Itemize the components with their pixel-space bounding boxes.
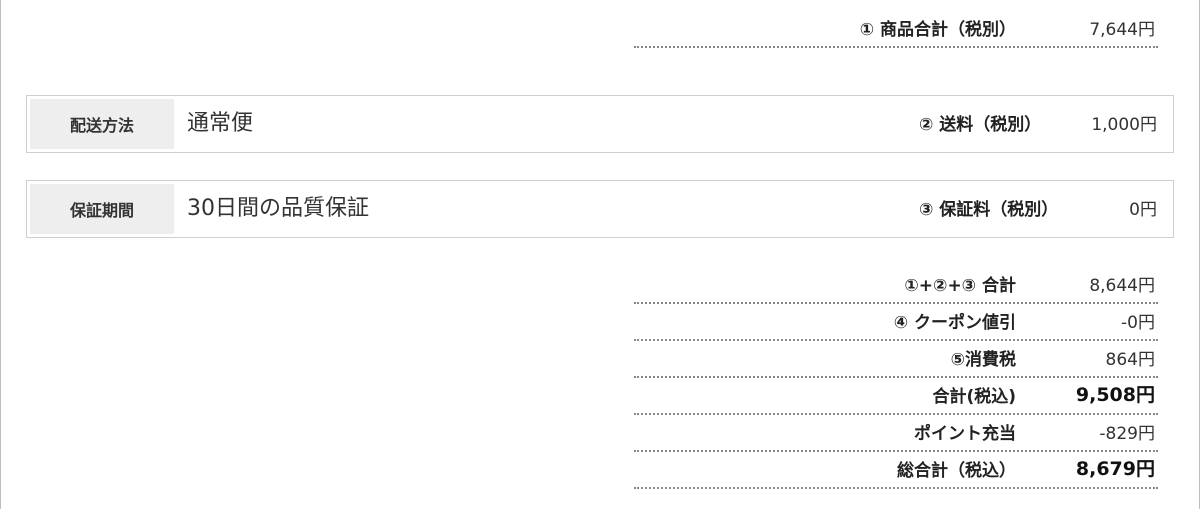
summary-row-tax: ⑤消費税 864円 <box>634 340 1158 378</box>
summary-value: 8,644円 <box>1089 276 1155 296</box>
summary-row-subtotal-sum: ①+②+③ 合計 8,644円 <box>634 266 1158 304</box>
summary-row-grand-total: 総合計（税込） 8,679円 <box>634 451 1158 489</box>
shipping-method-box: 配送方法 通常便 ② 送料（税別） 1,000円 <box>26 95 1174 153</box>
summary-value: 9,508円 <box>1075 384 1155 406</box>
summary-label: 総合計（税込） <box>897 461 1016 481</box>
warranty-fee-label: ③ 保証料（税別） <box>919 200 1059 220</box>
shipping-method-header: 配送方法 <box>30 99 174 149</box>
shipping-fee-label: ② 送料（税別） <box>919 115 1042 135</box>
subtotal-value: 7,644円 <box>1089 20 1155 40</box>
warranty-fee-value: 0円 <box>1129 200 1157 220</box>
summary-label: ④ クーポン値引 <box>893 313 1016 333</box>
summary-row-coupon: ④ クーポン値引 -0円 <box>634 303 1158 341</box>
summary-value: -0円 <box>1121 313 1155 333</box>
warranty-period-box: 保証期間 30日間の品質保証 ③ 保証料（税別） 0円 <box>26 180 1174 238</box>
subtotal-label: ① 商品合計（税別） <box>859 20 1016 40</box>
summary-label: 合計(税込) <box>932 387 1016 407</box>
shipping-fee-value: 1,000円 <box>1091 115 1157 135</box>
summary-value: 8,679円 <box>1075 458 1155 480</box>
subtotal-row: ① 商品合計（税別） 7,644円 <box>634 10 1158 48</box>
shipping-method-value: 通常便 <box>187 111 254 136</box>
summary-label: ①+②+③ 合計 <box>904 276 1016 296</box>
warranty-period-header: 保証期間 <box>30 184 174 234</box>
summary-row-total-tax-included: 合計(税込) 9,508円 <box>634 377 1158 415</box>
summary-label: ポイント充当 <box>914 424 1016 444</box>
warranty-period-value: 30日間の品質保証 <box>187 196 369 221</box>
summary-value: 864円 <box>1105 350 1155 370</box>
summary-value: -829円 <box>1099 424 1155 444</box>
summary-label: ⑤消費税 <box>950 350 1016 370</box>
summary-row-points: ポイント充当 -829円 <box>634 414 1158 452</box>
